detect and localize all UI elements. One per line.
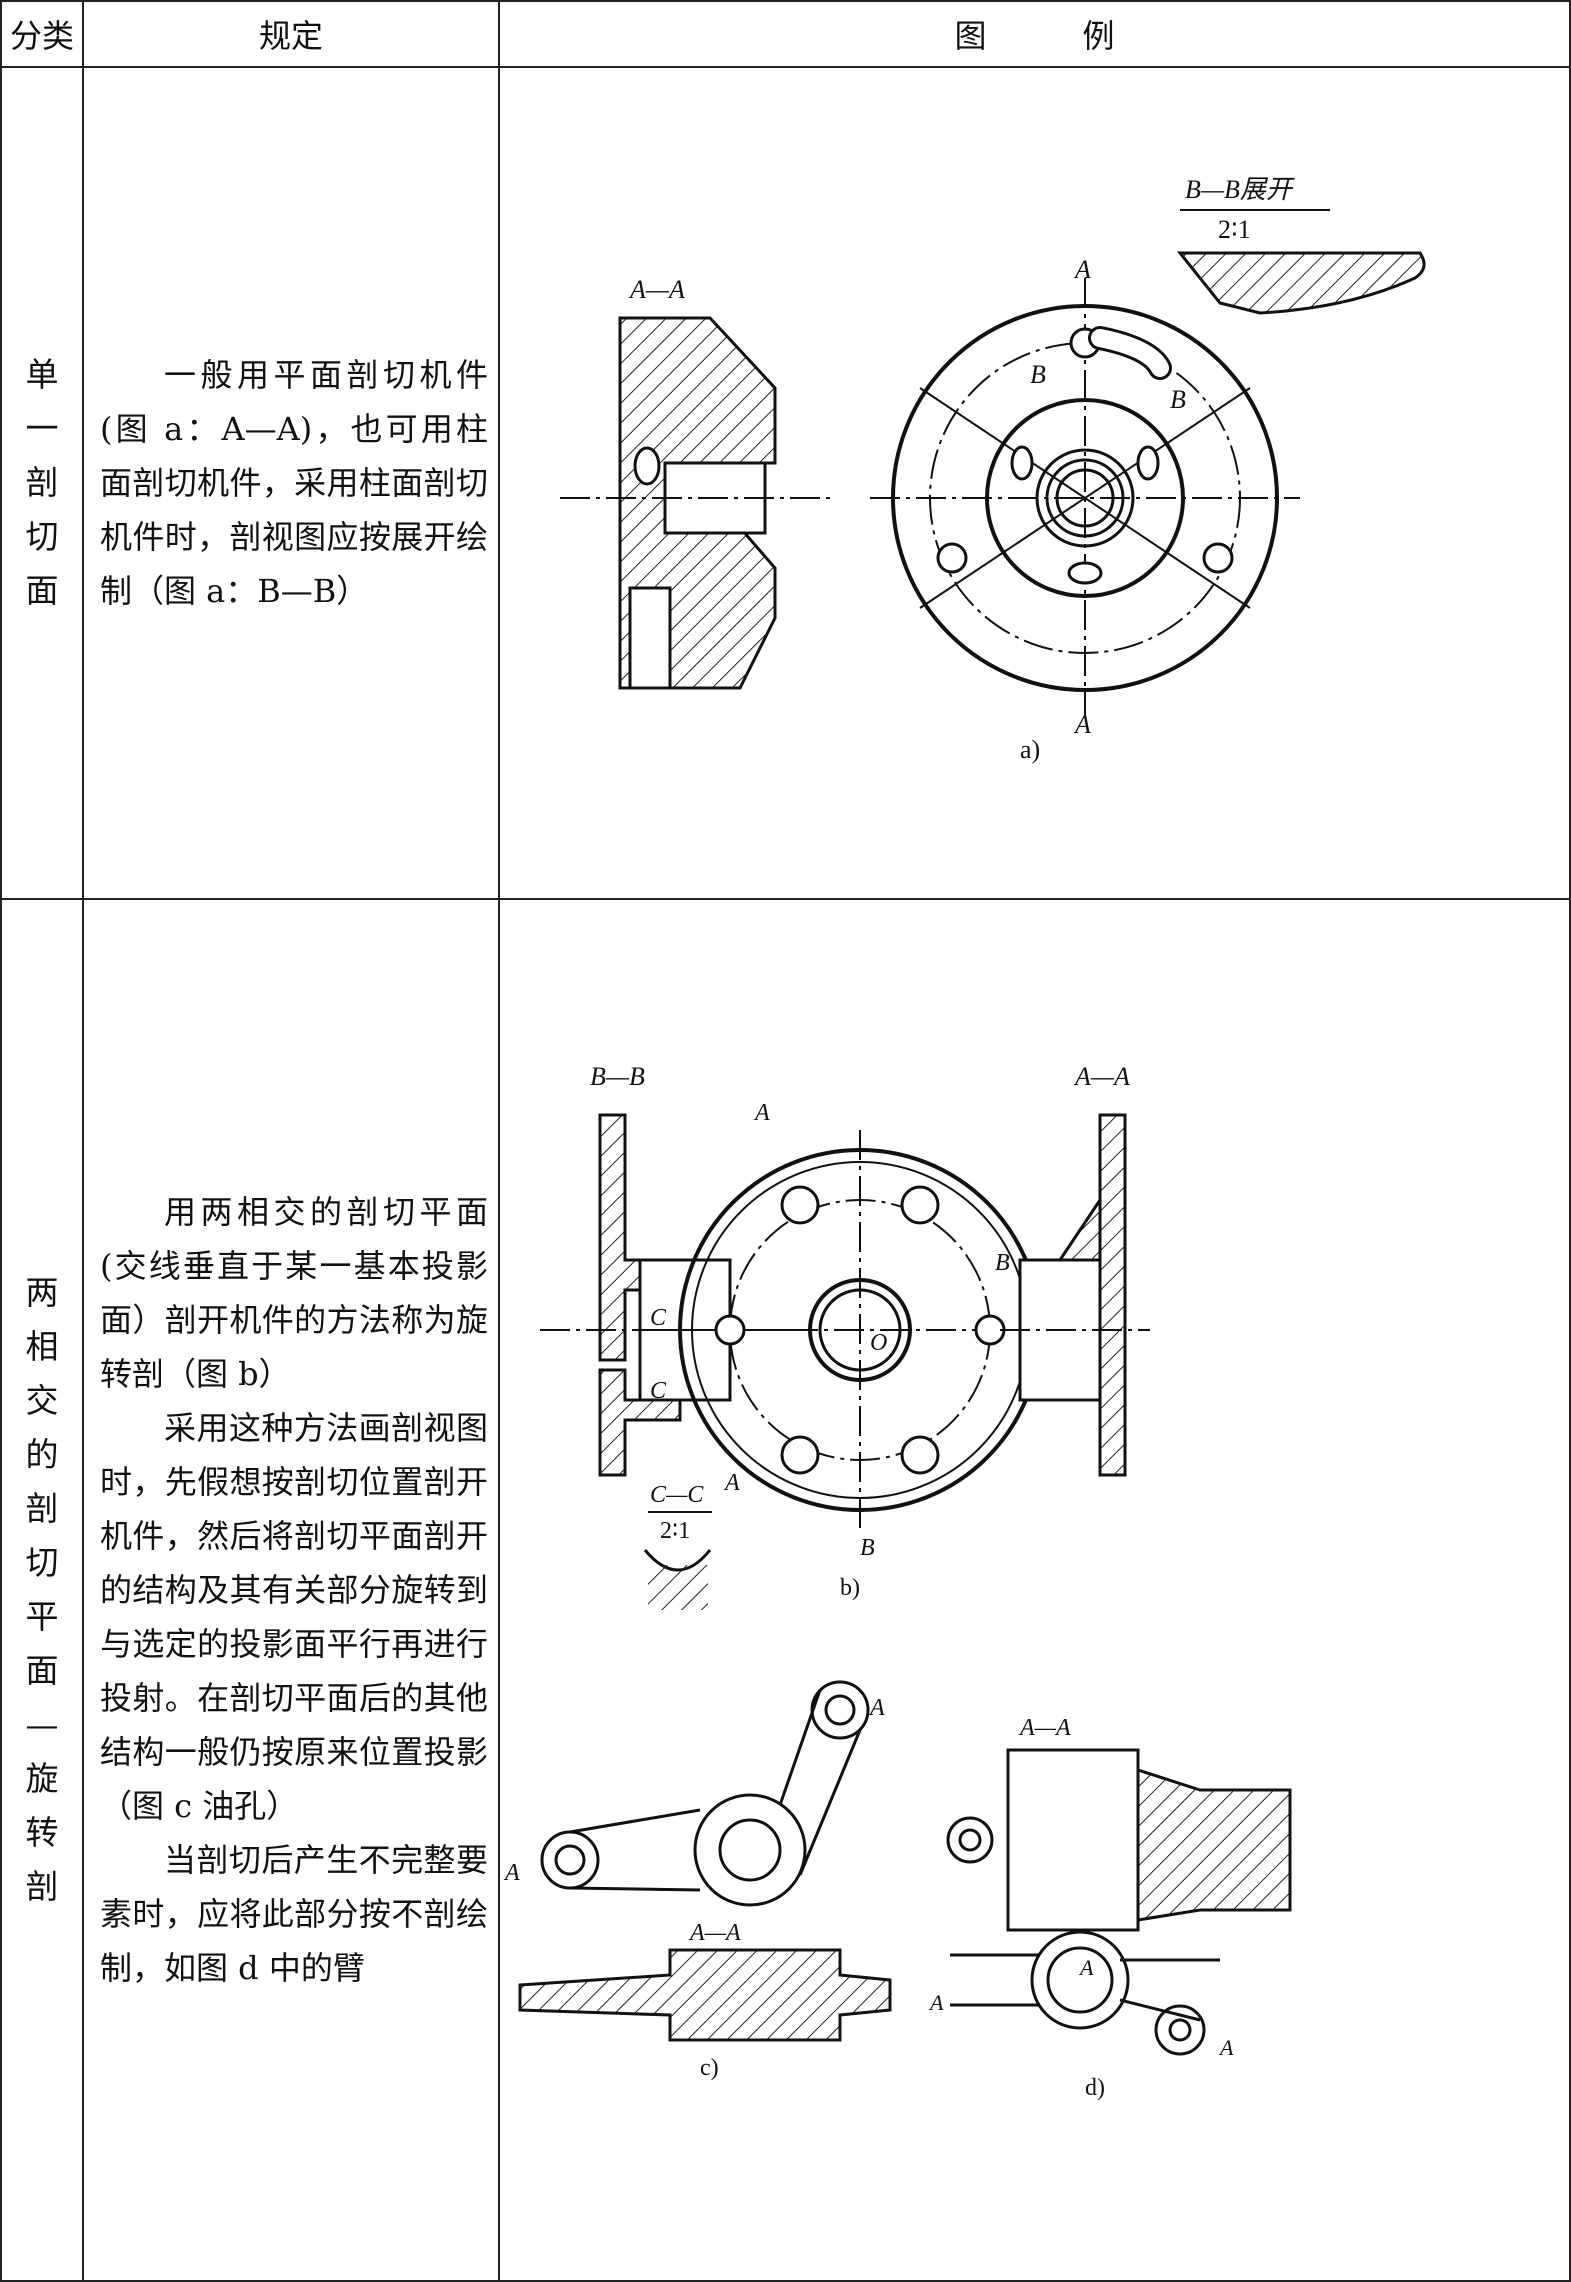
row2-figure: B—B C C C—C 2∶1 — [498, 898, 1571, 2282]
header-category: 分类 — [0, 0, 84, 68]
label-scale-b: 2∶1 — [660, 1518, 690, 1544]
label-aa-b: A—A — [1073, 1062, 1130, 1091]
header-rule: 规定 — [82, 0, 500, 68]
caption-a: a) — [1020, 735, 1040, 764]
row2-rule: 用两相交的剖切平面(交线垂直于某一基本投影面）剖开机件的方法称为旋转剖（图 b）… — [82, 898, 500, 2282]
label-aa-c: A—A — [688, 1920, 741, 1946]
label-bb: B—B — [590, 1062, 645, 1091]
label-a-d3: A — [1218, 2035, 1234, 2060]
label-b-right: B — [1170, 385, 1186, 414]
row2-rule-paragraph-1: 用两相交的剖切平面(交线垂直于某一基本投影面）剖开机件的方法称为旋转剖（图 b） — [100, 1193, 488, 1393]
label-a-top: A — [1073, 255, 1091, 284]
label-a-b2: A — [723, 1470, 740, 1496]
figure-bcd-drawing: B—B C C C—C 2∶1 — [503, 1062, 1292, 2101]
caption-d: d) — [1085, 2075, 1105, 2101]
rotated-flange-view: O A A B B — [650, 1100, 1070, 1561]
caption-c: c) — [700, 2055, 719, 2081]
label-c-2: C — [650, 1378, 667, 1404]
label-a-bottom: A — [1073, 710, 1091, 739]
label-b-b1: B — [860, 1535, 875, 1561]
label-o: O — [870, 1330, 887, 1356]
row1-rule: 一般用平面剖切机件(图 a：A—A)，也可用柱面剖切机件，采用柱面剖切机件时，剖… — [82, 66, 500, 900]
label-a-b1: A — [753, 1100, 770, 1126]
row1-rule-paragraph: 一般用平面剖切机件(图 a：A—A)，也可用柱面剖切机件，采用柱面剖切机件时，剖… — [100, 356, 488, 610]
label-a-c2: A — [868, 1695, 885, 1721]
row1-figure: A—A — [498, 66, 1571, 900]
label-aa: A—A — [628, 275, 685, 304]
row2-rule-paragraph-3: 当剖切后产生不完整要素时，应将此部分按不剖绘制，如图 d 中的臂 — [100, 1841, 488, 1987]
label-a-c1: A — [503, 1860, 520, 1886]
label-c-1: C — [650, 1305, 667, 1331]
label-bb-expand: B—B展开 — [1185, 175, 1295, 204]
row2-rule-paragraph-2: 采用这种方法画剖视图时，先假想按剖切位置剖开机件，然后将剖切平面剖开的结构及其有… — [100, 1409, 488, 1825]
lever-view-d: A A A — [928, 1930, 1234, 2060]
row1-category: 单一剖切面 — [0, 66, 84, 900]
figure-a-drawing: A—A — [560, 175, 1426, 764]
label-a-d2: A — [928, 1990, 944, 2015]
row2-category: 两相交的剖切平面—旋转剖 — [0, 898, 84, 2282]
header-figure: 图 例 — [498, 0, 1571, 68]
caption-b: b) — [840, 1575, 860, 1601]
label-scale-a: 2∶1 — [1218, 215, 1251, 244]
label-a-d1: A — [1078, 1955, 1094, 1980]
label-b-left: B — [1030, 360, 1046, 389]
label-cc: C—C — [650, 1482, 704, 1508]
label-b-b2: B — [995, 1250, 1010, 1276]
lever-view-c: A A — [503, 1680, 885, 1907]
flange-plan-view: A A B B — [870, 255, 1300, 739]
label-aa-d: A—A — [1018, 1715, 1071, 1741]
